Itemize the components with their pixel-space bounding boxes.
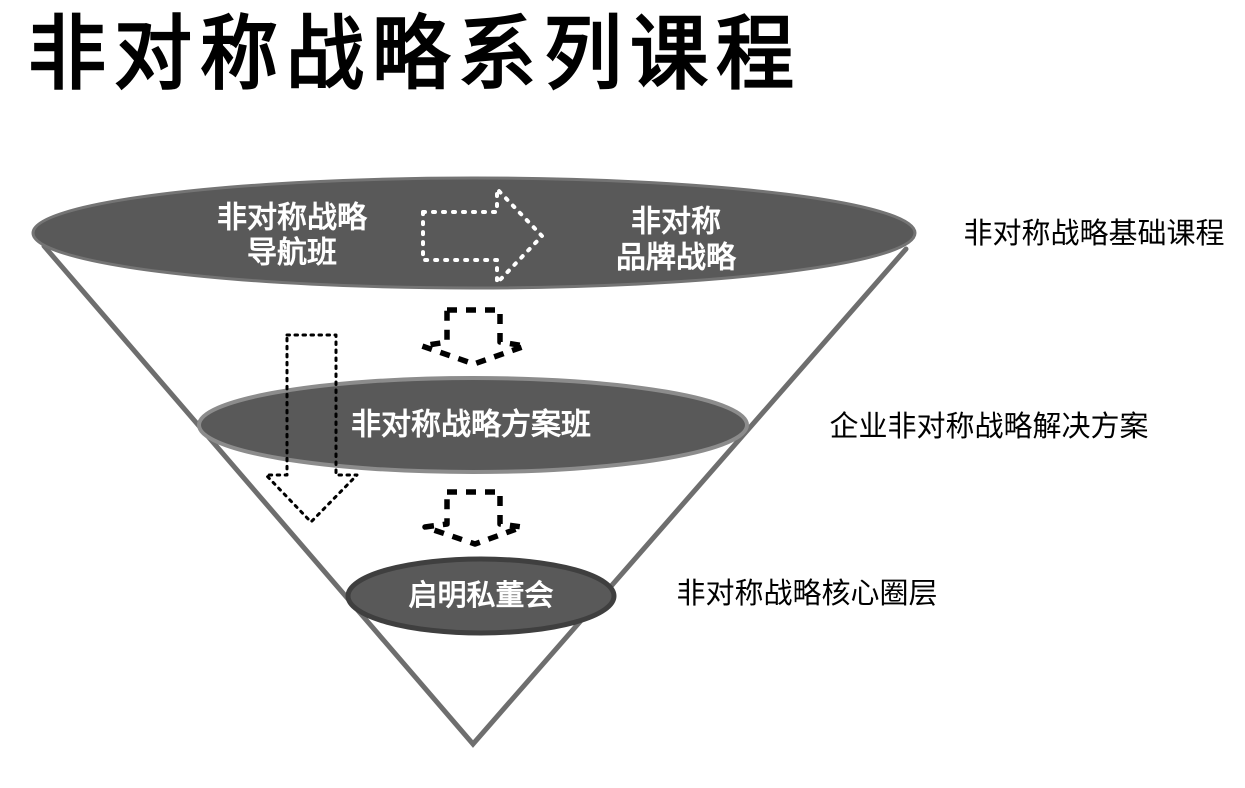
level-3-ellipse bbox=[345, 556, 617, 636]
level-3-item-label: 启明私董会 bbox=[408, 579, 553, 612]
level-3-side-label: 非对称战略核心圈层 bbox=[676, 577, 937, 610]
level-1-left-item-line1: 非对称战略 bbox=[217, 202, 368, 235]
funnel-outline bbox=[41, 243, 909, 748]
level-1-ellipse bbox=[31, 176, 917, 290]
arrow-down-dashed-icon-1 bbox=[419, 307, 528, 367]
level-2-side-label: 企业非对称战略解决方案 bbox=[829, 410, 1148, 443]
arrow-down-dashed-icon-2 bbox=[422, 489, 525, 547]
level-1-right-item-line2: 品牌战略 bbox=[616, 242, 737, 275]
level-1-right-item-line1: 非对称 bbox=[631, 206, 721, 239]
page-title: 非对称战略系列课程 bbox=[28, 8, 803, 100]
arrow-right-dotted-icon bbox=[421, 187, 544, 285]
level-1-left-item-line2: 导航班 bbox=[247, 236, 337, 270]
level-2-item-label: 非对称战略方案班 bbox=[351, 408, 591, 442]
level-1-side-label: 非对称战略基础课程 bbox=[963, 217, 1224, 250]
arrow-down-dotted-long-icon bbox=[264, 333, 359, 524]
